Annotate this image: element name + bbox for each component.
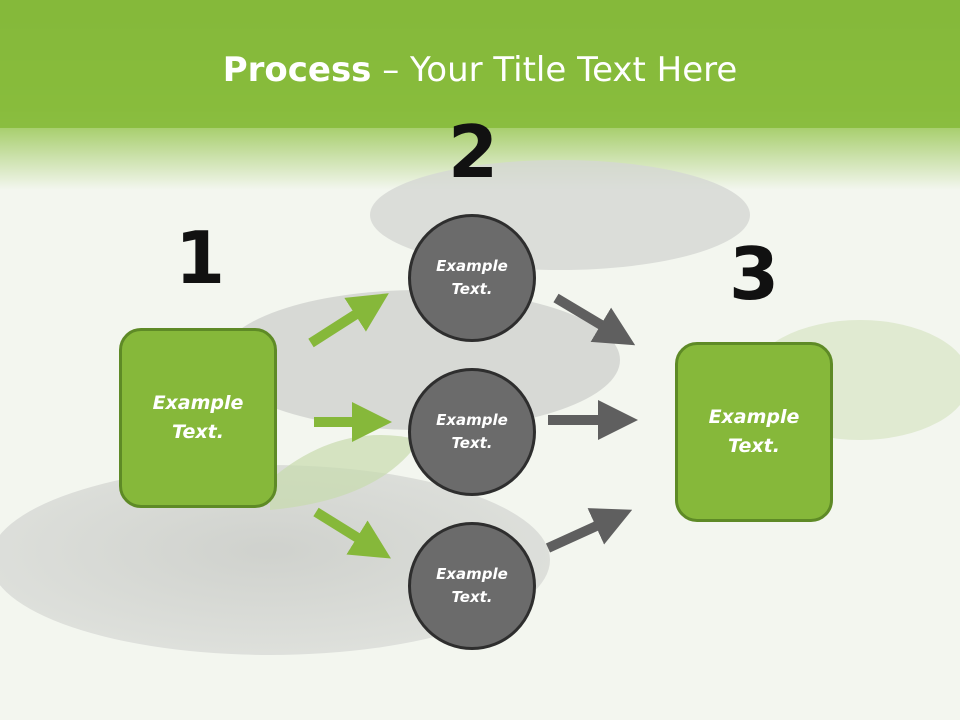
slide-title: Process – Your Title Text Here [0, 50, 960, 90]
arrow-1-to-circle-3 [313, 507, 391, 559]
title-rest: – Your Title Text Here [371, 50, 738, 90]
circle-1-text: Example Text. [436, 257, 508, 298]
step-3-box: Example Text. [675, 342, 833, 522]
step-2-circle-1: Example Text. [408, 214, 536, 342]
step-2-circle-2: Example Text. [408, 368, 536, 496]
step-2-circle-3: Example Text. [408, 522, 536, 650]
arrow-circle-1-to-3 [553, 293, 636, 346]
step-1-box: Example Text. [119, 328, 277, 508]
step-3-text: Example Text. [708, 406, 800, 457]
step-number-1: 1 [174, 216, 226, 300]
step-1-text: Example Text. [152, 392, 244, 443]
arrow-1-to-circle-1 [308, 293, 389, 348]
step-number-3: 3 [728, 232, 780, 316]
arrow-circle-3-to-3 [545, 508, 633, 553]
title-bold: Process [222, 50, 372, 90]
step-number-2: 2 [447, 110, 499, 194]
circle-3-text: Example Text. [436, 565, 508, 606]
circle-2-text: Example Text. [436, 411, 508, 452]
